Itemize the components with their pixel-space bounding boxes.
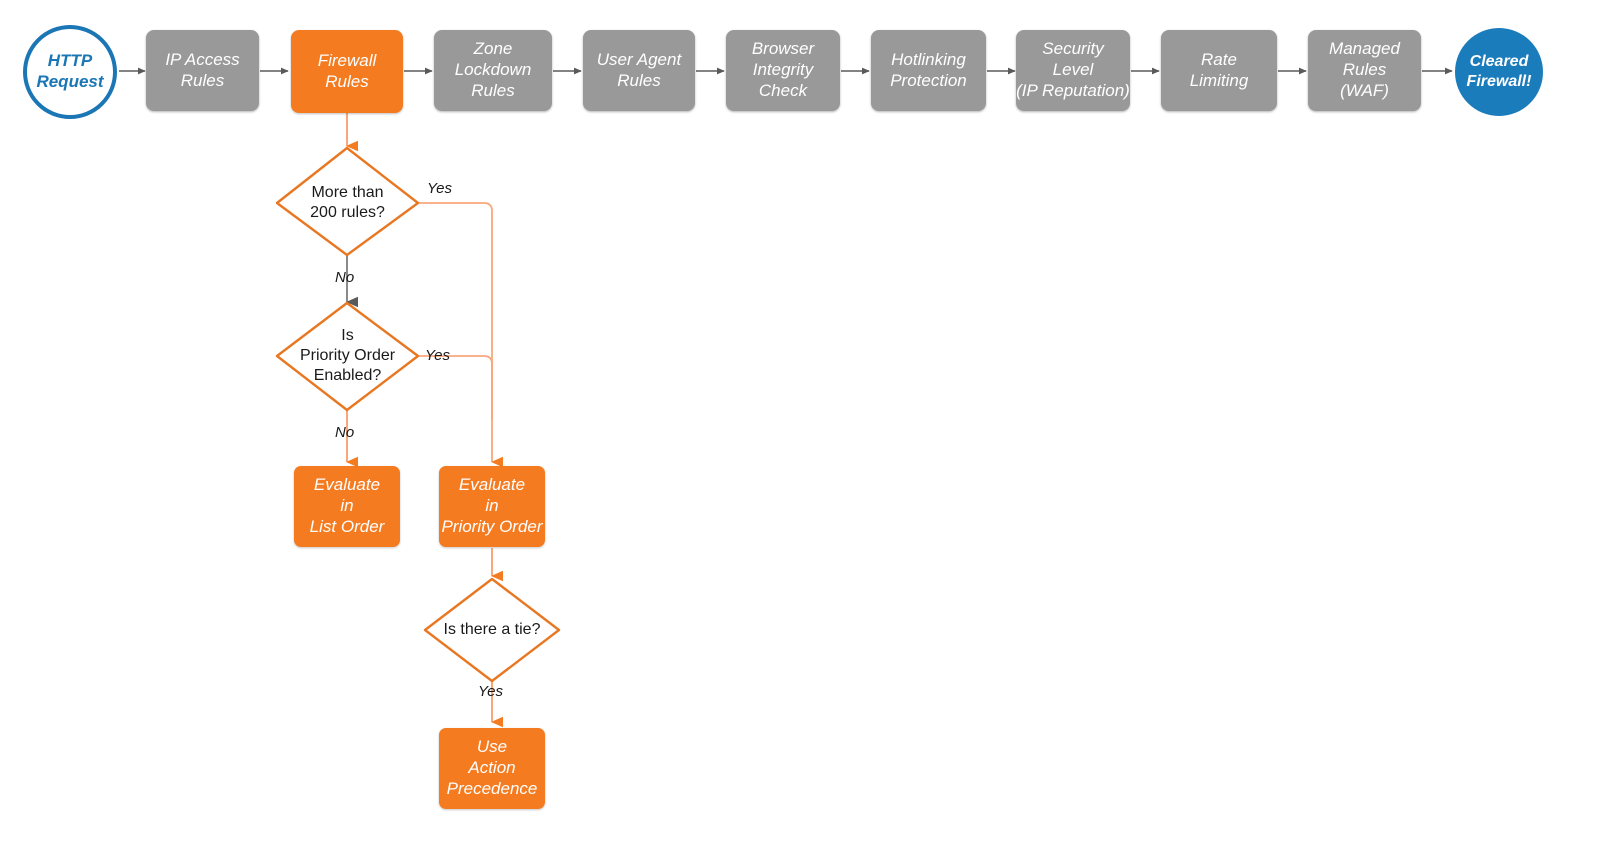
decision-label-is-there-a-tie: Is there a tie? <box>443 621 541 638</box>
node-user-agent-rules[interactable]: User Agent Rules <box>583 30 695 111</box>
edge-label-more-than-200-no: No <box>335 269 355 286</box>
edge-d2-yes-to-priority-order <box>418 355 493 420</box>
node-evaluate-in-list-order[interactable]: Evaluate in List Order <box>294 466 400 547</box>
decision-more-than-200-rules[interactable] <box>275 146 420 257</box>
edge-label-priority-order-no: No <box>335 424 355 441</box>
decision-is-priority-order-enabled[interactable] <box>275 301 420 412</box>
edge-label-more-than-200-yes: Yes <box>427 180 453 197</box>
edge-label-priority-order-yes: Yes <box>425 347 451 364</box>
node-firewall-rules[interactable]: Firewall Rules <box>291 30 403 113</box>
node-evaluate-in-priority-order[interactable]: Evaluate in Priority Order <box>439 466 545 547</box>
node-cleared-firewall[interactable]: Cleared Firewall! <box>1455 28 1543 116</box>
node-use-action-precedence[interactable]: Use Action Precedence <box>439 728 545 809</box>
node-ip-access-rules[interactable]: IP Access Rules <box>146 30 259 111</box>
decision-label-is-priority-order-enabled: Is Priority Order Enabled? <box>299 327 396 384</box>
node-managed-rules-waf[interactable]: Managed Rules (WAF) <box>1308 30 1421 111</box>
edge-label-tie-yes: Yes <box>478 683 504 700</box>
node-security-level[interactable]: Security Level (IP Reputation) <box>1016 30 1130 111</box>
decision-label-more-than-200-rules: More than 200 rules? <box>310 184 385 221</box>
edge-d1-yes-to-priority-order <box>418 202 503 468</box>
node-zone-lockdown-rules[interactable]: Zone Lockdown Rules <box>434 30 552 111</box>
decision-is-there-a-tie[interactable] <box>423 577 561 683</box>
node-http-request[interactable]: HTTP Request <box>23 25 117 119</box>
node-browser-integrity-check[interactable]: Browser Integrity Check <box>726 30 840 111</box>
node-rate-limiting[interactable]: Rate Limiting <box>1161 30 1277 111</box>
node-hotlinking-protection[interactable]: Hotlinking Protection <box>871 30 986 111</box>
